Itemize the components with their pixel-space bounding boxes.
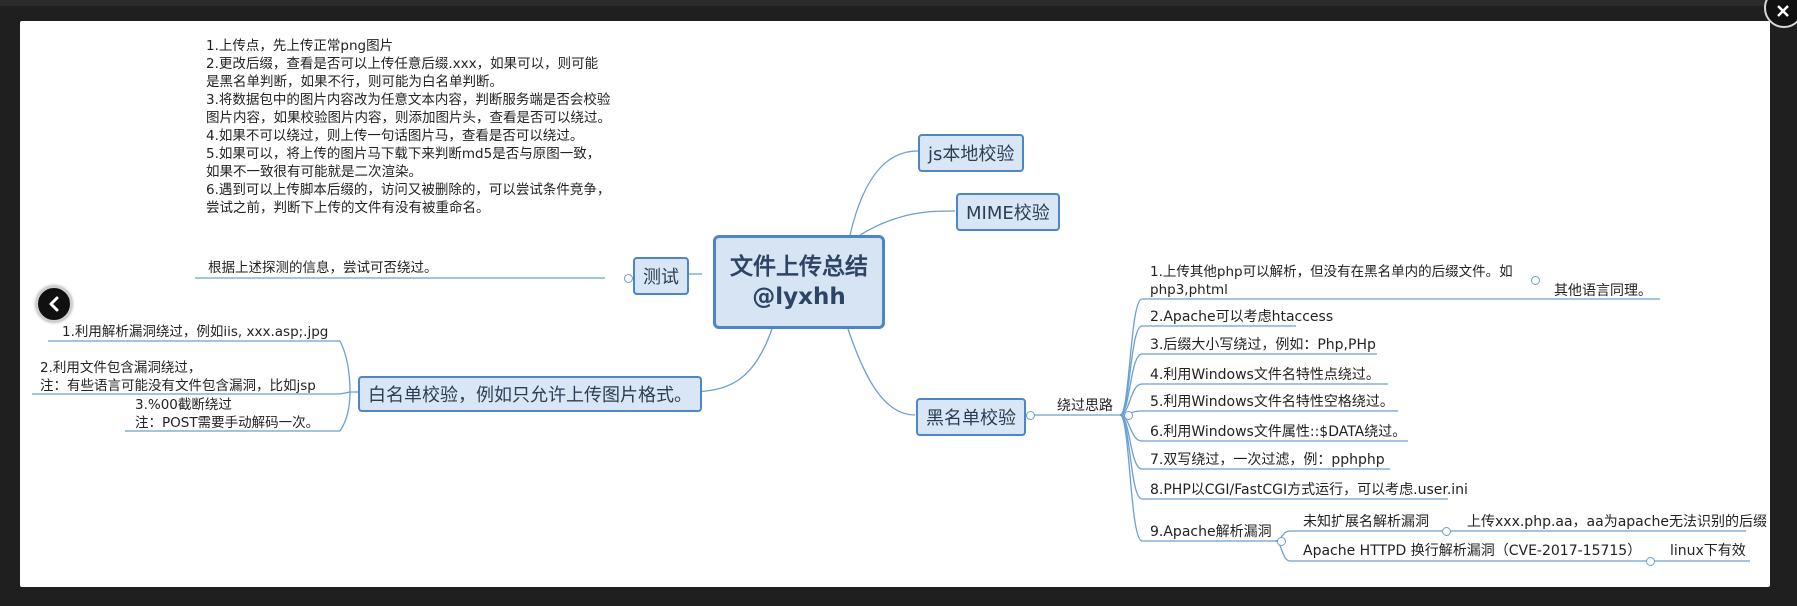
blacklist-item: 4.利用Windows文件名特性点绕过。: [1150, 367, 1380, 383]
blacklist-item: 7.双写绕过，一次过滤，例：pphphp: [1150, 452, 1385, 468]
node-whitelist[interactable]: 白名单校验，例如只允许上传图片格式。: [358, 376, 702, 412]
blacklist-item: 8.PHP以CGI/FastCGI方式运行，可以考虑.user.ini: [1150, 482, 1468, 498]
bypass-ideas-label: 绕过思路: [1057, 398, 1113, 414]
blacklist-item: 9.Apache解析漏洞: [1150, 524, 1272, 540]
collapse-toggle-test[interactable]: [624, 274, 633, 283]
mindmap-canvas: 1.上传点，先上传正常png图片 2.更改后缀，查看是否可以上传任意后缀.xxx…: [20, 21, 1770, 587]
blacklist-item: 3.后缀大小写绕过，例如：Php,PHp: [1150, 337, 1376, 353]
root-subtitle: @lyxhh: [752, 284, 846, 310]
collapse-toggle-bypass[interactable]: [1124, 411, 1133, 420]
previous-button[interactable]: [36, 286, 72, 322]
chevron-left-icon: [49, 296, 59, 312]
node-test[interactable]: 测试: [633, 257, 689, 295]
collapse-toggle-blacklist[interactable]: [1026, 411, 1035, 420]
connector-blacklist: [845, 322, 916, 416]
test-step: 6.遇到可以上传脚本后缀的，访问又被删除的，可以尝试条件竞争，尝试之前，判断下上…: [206, 182, 611, 216]
mindmap-connectors: [32, 150, 1750, 562]
collapse-toggle-apache[interactable]: [1277, 537, 1286, 546]
node-blacklist[interactable]: 黑名单校验: [916, 398, 1026, 436]
test-step: 3.将数据包中的图片内容改为任意文本内容，判断服务端是否会校验图片内容，如果校验…: [206, 92, 611, 126]
test-step: 2.更改后缀，查看是否可以上传任意后缀.xxx，如果可以，则可能是黑名单判断，如…: [206, 56, 599, 90]
blacklist-item: 6.利用Windows文件属性::$DATA绕过。: [1150, 424, 1407, 440]
whitelist-item: 2.利用文件包含漏洞绕过， 注：有些语言可能没有文件包含漏洞，比如jsp: [40, 360, 316, 394]
apache-sub-label: Apache HTTPD 换行解析漏洞（CVE-2017-15715）: [1303, 543, 1642, 559]
test-steps: 1.上传点，先上传正常png图片 2.更改后缀，查看是否可以上传任意后缀.xxx…: [206, 37, 611, 217]
connector-mime: [859, 210, 956, 236]
apache-sub-label: 未知扩展名解析漏洞: [1303, 514, 1429, 530]
node-mime-validation[interactable]: MIME校验: [956, 193, 1060, 231]
blacklist-item: 2.Apache可以考虑htaccess: [1150, 309, 1334, 325]
test-step: 5.如果可以，将上传的图片马下载下来判断md5是否与原图一致，如果不一致很有可能…: [206, 146, 601, 180]
test-step: 1.上传点，先上传正常png图片: [206, 38, 394, 54]
node-js-validation[interactable]: js本地校验: [918, 134, 1025, 172]
blacklist-item: 5.利用Windows文件名特性空格绕过。: [1150, 394, 1394, 410]
connector-js: [849, 150, 919, 236]
collapse-toggle-item1[interactable]: [1531, 276, 1540, 285]
apache-sub-note: linux下有效: [1670, 543, 1746, 559]
blacklist-item1-note: 其他语言同理。: [1554, 283, 1652, 299]
root-node[interactable]: 文件上传总结 @lyxhh: [713, 235, 885, 329]
close-icon: [1777, 5, 1789, 17]
whitelist-item: 1.利用解析漏洞绕过，例如iis, xxx.asp;.jpg: [62, 324, 329, 340]
window-top-bar: [0, 0, 1797, 6]
whitelist-item: 3.%00截断绕过 注：POST需要手动解码一次。: [135, 397, 320, 431]
wl-fan: [339, 340, 351, 432]
collapse-toggle-apache-sub-1[interactable]: [1442, 527, 1451, 536]
root-title: 文件上传总结: [730, 254, 868, 280]
blacklist-item: 1.上传其他php可以解析，但没有在黑名单内的后缀文件。如php3,phtml: [1150, 264, 1513, 298]
test-summary: 根据上述探测的信息，尝试可否绕过。: [208, 260, 438, 276]
test-step: 4.如果不可以绕过，则上传一句话图片马，查看是否可以绕过。: [206, 128, 584, 144]
collapse-toggle-apache-sub-2[interactable]: [1646, 557, 1655, 566]
apache-sub-note: 上传xxx.php.aa，aa为apache无法识别的后缀: [1467, 514, 1767, 530]
